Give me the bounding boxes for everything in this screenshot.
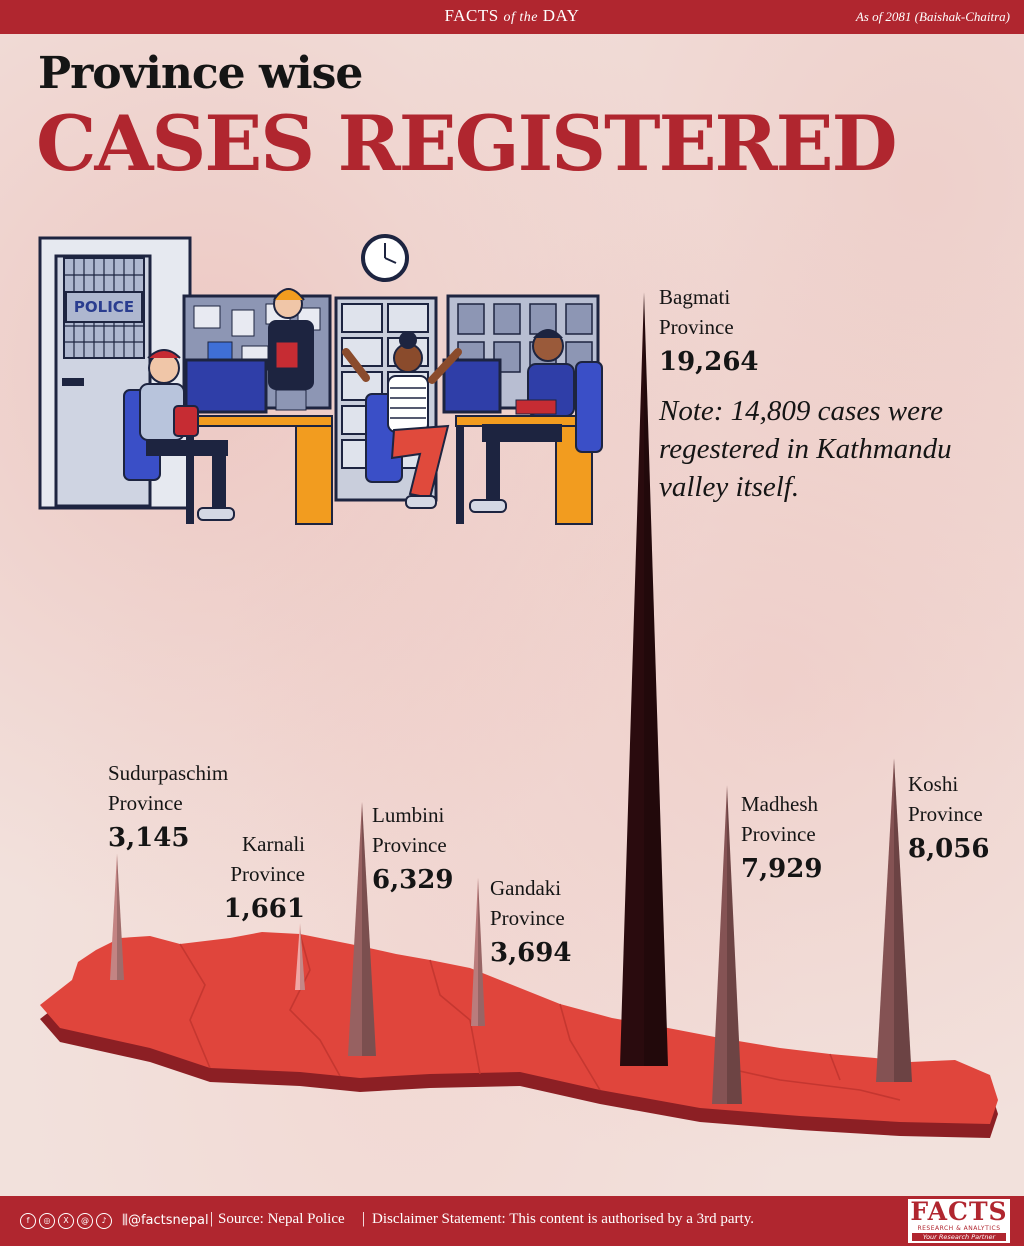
spike-madhesh-province [712,785,742,1104]
disclaimer-text: Disclaimer Statement: This content is au… [372,1211,754,1227]
spike-shade [894,758,912,1082]
value-label: 3,694 [490,938,571,968]
logo-tagline: Your Research Partner [912,1233,1006,1241]
social-icons: f ◎ X @ ♪ [20,1213,112,1229]
province-label: Sudurpaschim [108,761,228,785]
province-label: Province [659,315,734,339]
spike-shade [117,853,124,980]
spike-sudurpaschim-province [110,853,124,980]
spike-lumbini-province [348,801,376,1056]
facts-logo[interactable]: FACTS RESEARCH & ANALYTICS Your Research… [908,1199,1010,1243]
spike-gandaki-province [471,877,485,1026]
value-label: 1,661 [224,894,305,924]
province-label: Province [908,802,983,826]
spike-koshi-province [876,758,912,1082]
facebook-icon[interactable]: f [20,1213,36,1229]
province-label: Gandaki [490,876,561,900]
spike-shade [644,292,668,1066]
facts-of-the-day: FACTS of the DAY [444,6,580,25]
nepal-map [40,932,998,1138]
province-label: Province [230,862,305,886]
tiktok-icon[interactable]: ♪ [96,1213,112,1229]
source-text: Source: Nepal Police [218,1211,345,1227]
province-label: Province [108,791,183,815]
as-of-date: As of 2081 (Baishak-Chaitra) [855,9,1010,24]
province-label: Province [490,906,565,930]
logo-sub: RESEARCH & ANALYTICS [917,1225,1001,1232]
value-label: 7,929 [741,854,822,884]
value-label: 6,329 [372,865,453,895]
province-label: Province [372,833,447,857]
logo-main: FACTS [910,1197,1008,1226]
value-label: 3,145 [108,823,189,853]
separator: | [362,1210,366,1227]
top-banner: FACTS of the DAY As of 2081 (Baishak-Cha… [0,0,1024,34]
value-label: 8,056 [908,834,989,864]
title-line-2: CASES REGISTERED [36,99,898,188]
separator: | [210,1210,214,1227]
footer-bar: f ◎ X @ ♪ ⫼@factsnepal | Source: Nepal P… [0,1196,1024,1246]
province-label: Bagmati [659,285,730,309]
value-label: 19,264 [659,347,759,377]
province-label: Lumbini [372,803,444,827]
province-label: Koshi [908,772,958,796]
province-label: Madhesh [741,792,818,816]
spike-bagmati-province [620,292,668,1066]
police-office-illustration: POLICE [38,234,603,525]
instagram-icon[interactable]: ◎ [39,1213,55,1229]
threads-icon[interactable]: @ [77,1213,93,1229]
note-text: Note: 14,809 cases were regestered in Ka… [659,395,952,503]
chart-spikes [110,292,912,1104]
spike-shade [478,877,485,1026]
province-label: Karnali [242,832,305,856]
spike-shade [300,923,305,990]
social-handle[interactable]: ⫼@factsnepal [122,1213,209,1228]
spike-shade [727,785,742,1104]
x-icon[interactable]: X [58,1213,74,1229]
spike-shade [362,801,376,1056]
province-label: Province [741,822,816,846]
police-door-sign: POLICE [74,298,134,316]
bars-icon: ⫼ [122,1213,128,1228]
spike-karnali-province [295,923,305,990]
title-line-1: Province wise [38,48,363,99]
